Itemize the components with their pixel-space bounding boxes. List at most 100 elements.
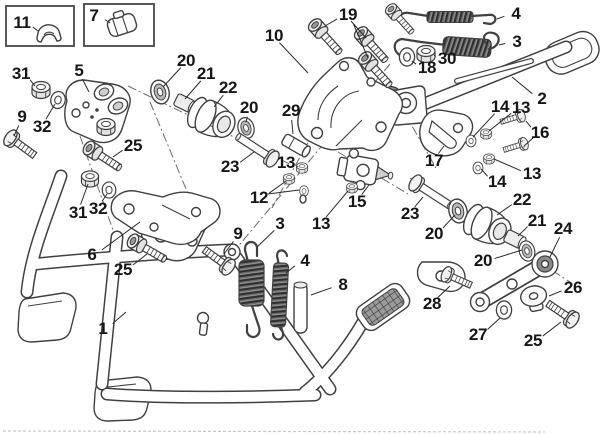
callout-3-35: 3 [275, 214, 285, 233]
callout-20-43: 20 [473, 251, 493, 270]
link-arm-24 [469, 250, 559, 313]
leader-13-26 [296, 165, 299, 168]
leader-6-32 [101, 221, 141, 251]
leader-23-8 [239, 151, 255, 163]
leader-14-25 [480, 168, 489, 177]
callout-13-21: 13 [511, 98, 531, 117]
callout-22-6: 22 [218, 78, 238, 97]
leader-4-15 [496, 15, 505, 20]
nut-31-upper [31, 80, 51, 100]
bushing-stack-left [147, 77, 283, 171]
part-11-clamp [36, 24, 62, 43]
flanged-washer-26 [519, 285, 548, 313]
foot-lever-pedal [355, 282, 411, 332]
leader-18-18 [411, 60, 417, 65]
leader-13-24 [493, 158, 522, 172]
leader-22-39 [496, 204, 512, 216]
leader-3-35 [256, 230, 275, 248]
callout-25-47: 25 [523, 331, 543, 350]
callout-13-29: 13 [311, 214, 331, 233]
nut-31-lower [80, 170, 100, 188]
leader-8-37 [310, 287, 332, 296]
callout-7-1: 7 [89, 6, 99, 25]
leader-20-4 [162, 67, 182, 88]
bolt-23-left [231, 127, 283, 171]
leader-9-34 [223, 241, 234, 255]
bracket-6 [110, 190, 221, 246]
leader-32-31 [101, 193, 108, 202]
leader-31-2 [29, 79, 36, 87]
leader-32-10 [45, 103, 56, 120]
callout-24-41: 24 [553, 219, 573, 238]
washer-14-a [465, 134, 477, 148]
callout-32-10: 32 [32, 117, 52, 136]
leader-2-19 [511, 76, 533, 95]
leader-15-28 [361, 184, 370, 195]
leader-28-45 [437, 285, 451, 298]
leader-13-21 [488, 112, 512, 132]
washer-32-upper [48, 89, 68, 111]
callout-17-23: 17 [424, 151, 444, 170]
spring-4-top [399, 10, 497, 27]
leader-27-46 [487, 317, 501, 330]
callout-30-17: 30 [437, 49, 457, 68]
inset-box-clamp [5, 5, 75, 47]
extra-leader-lines [267, 20, 534, 195]
callout-23-38: 23 [400, 204, 420, 223]
leader-9-9 [13, 125, 20, 137]
leader-4-36 [285, 265, 296, 274]
callout-1-48: 1 [98, 319, 108, 338]
switch-15 [336, 148, 394, 191]
callout-12-27: 12 [249, 188, 269, 207]
callout-15-28: 15 [347, 192, 367, 211]
washer-18 [398, 47, 416, 67]
leader-25-11 [112, 149, 123, 158]
callout-16-22: 16 [530, 123, 550, 142]
leader-5-3 [81, 78, 90, 93]
callout-20-7: 20 [239, 98, 259, 117]
callout-22-39: 22 [512, 190, 532, 209]
callout-14-25: 14 [487, 172, 507, 191]
part-7-rubber-pad [106, 9, 138, 38]
callout-27-46: 27 [468, 325, 488, 344]
pin-12 [299, 194, 307, 204]
inset-box-rubber [83, 3, 155, 47]
leader-31-30 [80, 183, 89, 205]
callout-11-0: 11 [13, 13, 31, 32]
callout-20-4: 20 [176, 51, 196, 70]
callout-20-42: 20 [424, 224, 444, 243]
leader-16-22 [525, 120, 532, 128]
callout-14-20: 14 [490, 97, 510, 116]
scan-artifact-line [2, 430, 546, 433]
side-stand [390, 30, 600, 126]
callout-19-13: 19 [338, 5, 358, 24]
callout-18-18: 18 [417, 58, 437, 77]
leader-12-27 [268, 180, 287, 194]
callout-31-30: 31 [68, 203, 88, 222]
leader-13-29 [325, 190, 349, 218]
callout-4-36: 4 [300, 251, 310, 270]
bracket-5 [64, 79, 131, 144]
leader-3-16 [498, 42, 506, 46]
leader-21-5 [184, 80, 202, 100]
callout-25-11: 25 [123, 136, 143, 155]
callout-6-32: 6 [87, 245, 97, 264]
leader-14-20 [472, 113, 496, 138]
callout-13-24: 13 [522, 164, 542, 183]
leader-20-42 [442, 214, 456, 229]
washer-32-lower [101, 181, 117, 199]
leader-20-7 [245, 116, 248, 123]
washer-27 [495, 300, 513, 320]
callout-26-44: 26 [563, 278, 583, 297]
callout-32-31: 32 [88, 199, 108, 218]
leader-7-1 [104, 19, 111, 24]
callout-31-2: 31 [11, 64, 31, 83]
leader-25-33 [132, 253, 148, 266]
callout-5-3: 5 [74, 61, 84, 80]
leader-1-48 [112, 311, 127, 325]
bracket-17 [419, 109, 474, 157]
leader-21-40 [517, 226, 528, 237]
leader-19-13 [324, 18, 338, 27]
bushing-stack-right [405, 171, 538, 264]
